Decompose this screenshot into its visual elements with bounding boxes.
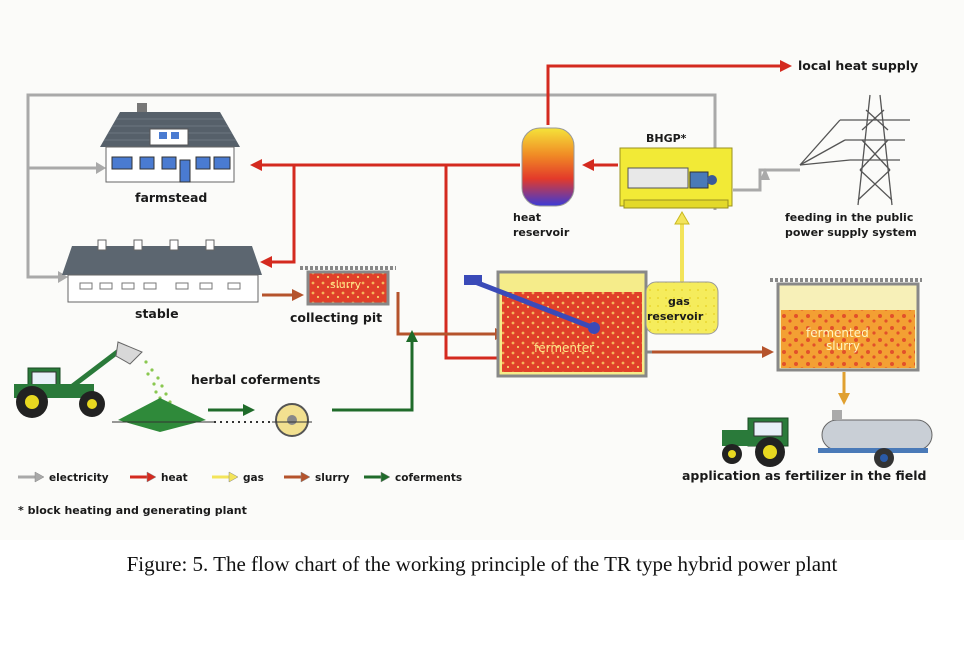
gas-arrowhead xyxy=(674,211,690,225)
coferments-arrowhead-up xyxy=(406,330,418,342)
fermented-label-1: fermented xyxy=(806,326,869,340)
local-heat-supply-label: local heat supply xyxy=(798,58,918,73)
legend-item-gas: gas xyxy=(212,471,264,484)
heat-reservoir-tank xyxy=(521,127,575,207)
legend-item-electricity: electricity xyxy=(18,471,109,484)
feeding-label-1: feeding in the public xyxy=(785,211,913,224)
legend-arrowhead-coferments xyxy=(380,471,391,483)
diagram-canvas: farmstead stable slurry collecting pit h… xyxy=(14,58,933,517)
coferment-spray xyxy=(144,360,172,404)
slurry-lines xyxy=(262,292,762,354)
legend-arrowhead-electricity xyxy=(34,471,45,483)
legend-label-coferments: coferments xyxy=(395,472,462,484)
coferments-arrowhead-mill xyxy=(243,404,255,416)
coferment-mill xyxy=(272,403,312,437)
fermented-label-2: slurry xyxy=(826,339,860,353)
feeding-label-2: power supply system xyxy=(785,226,917,239)
legend-label-gas: gas xyxy=(243,472,264,484)
legend-arrowhead-heat xyxy=(146,471,157,483)
legend-arrowhead-slurry xyxy=(300,471,311,483)
heat-reservoir-label-2: reservoir xyxy=(513,226,570,239)
farmstead-house xyxy=(100,103,240,183)
flow-chart-diagram: farmstead stable slurry collecting pit h… xyxy=(14,58,933,517)
power-pylon xyxy=(799,94,910,206)
heat-arrowhead-farmstead xyxy=(250,159,262,171)
fermented-slurry-tank xyxy=(770,278,922,372)
fermenter-tank xyxy=(464,270,648,378)
gas-reservoir-label-2: reservoir xyxy=(647,310,704,323)
collecting-pit-label: collecting pit xyxy=(290,310,382,325)
electricity-arrowhead-grid xyxy=(760,168,770,180)
farmstead-label: farmstead xyxy=(135,190,207,205)
legend-item-slurry: slurry xyxy=(284,471,350,484)
heat-reservoir-label-1: heat xyxy=(513,211,541,224)
collecting-pit xyxy=(300,266,396,306)
figure-caption: Figure: 5. The flow chart of the working… xyxy=(126,552,838,576)
slurry-arrowhead-down xyxy=(838,393,850,405)
legend-item-heat: heat xyxy=(130,471,188,484)
heat-lines xyxy=(262,64,780,360)
application-label: application as fertilizer in the field xyxy=(682,468,926,483)
slurry-arrowhead-fermented xyxy=(762,346,774,358)
stable-label: stable xyxy=(135,306,179,321)
heat-arrowhead-stable xyxy=(260,256,272,268)
legend-label-heat: heat xyxy=(161,472,188,484)
stable-building xyxy=(62,239,262,303)
legend: electricity heat gas slurry coferments xyxy=(18,471,462,484)
loader-tractor xyxy=(14,341,143,418)
herbal-coferments-label: herbal coferments xyxy=(191,372,320,387)
coferment-heap xyxy=(112,398,214,432)
electricity-arrowhead-stable xyxy=(58,271,68,283)
bhgp-unit xyxy=(619,147,733,209)
coferments-lines xyxy=(208,342,414,412)
gas-reservoir-label-1: gas xyxy=(668,295,690,308)
bhgp-label: BHGP* xyxy=(646,132,687,145)
electricity-arrowhead-farmstead xyxy=(96,162,106,174)
legend-label-slurry: slurry xyxy=(315,472,350,484)
legend-label-electricity: electricity xyxy=(49,472,109,484)
heat-arrowhead-reservoir xyxy=(582,159,594,171)
fermenter-label: fermenter xyxy=(534,341,594,355)
tractor-tanker xyxy=(722,410,933,468)
footnote-label: * block heating and generating plant xyxy=(18,504,247,517)
legend-item-coferments: coferments xyxy=(364,471,462,484)
gas-reservoir-tank xyxy=(644,281,719,354)
slurry-label: slurry xyxy=(330,278,362,291)
slurry-arrowhead-pit xyxy=(292,289,304,301)
heat-arrowhead-local xyxy=(780,60,792,72)
legend-arrowhead-gas xyxy=(228,471,239,483)
